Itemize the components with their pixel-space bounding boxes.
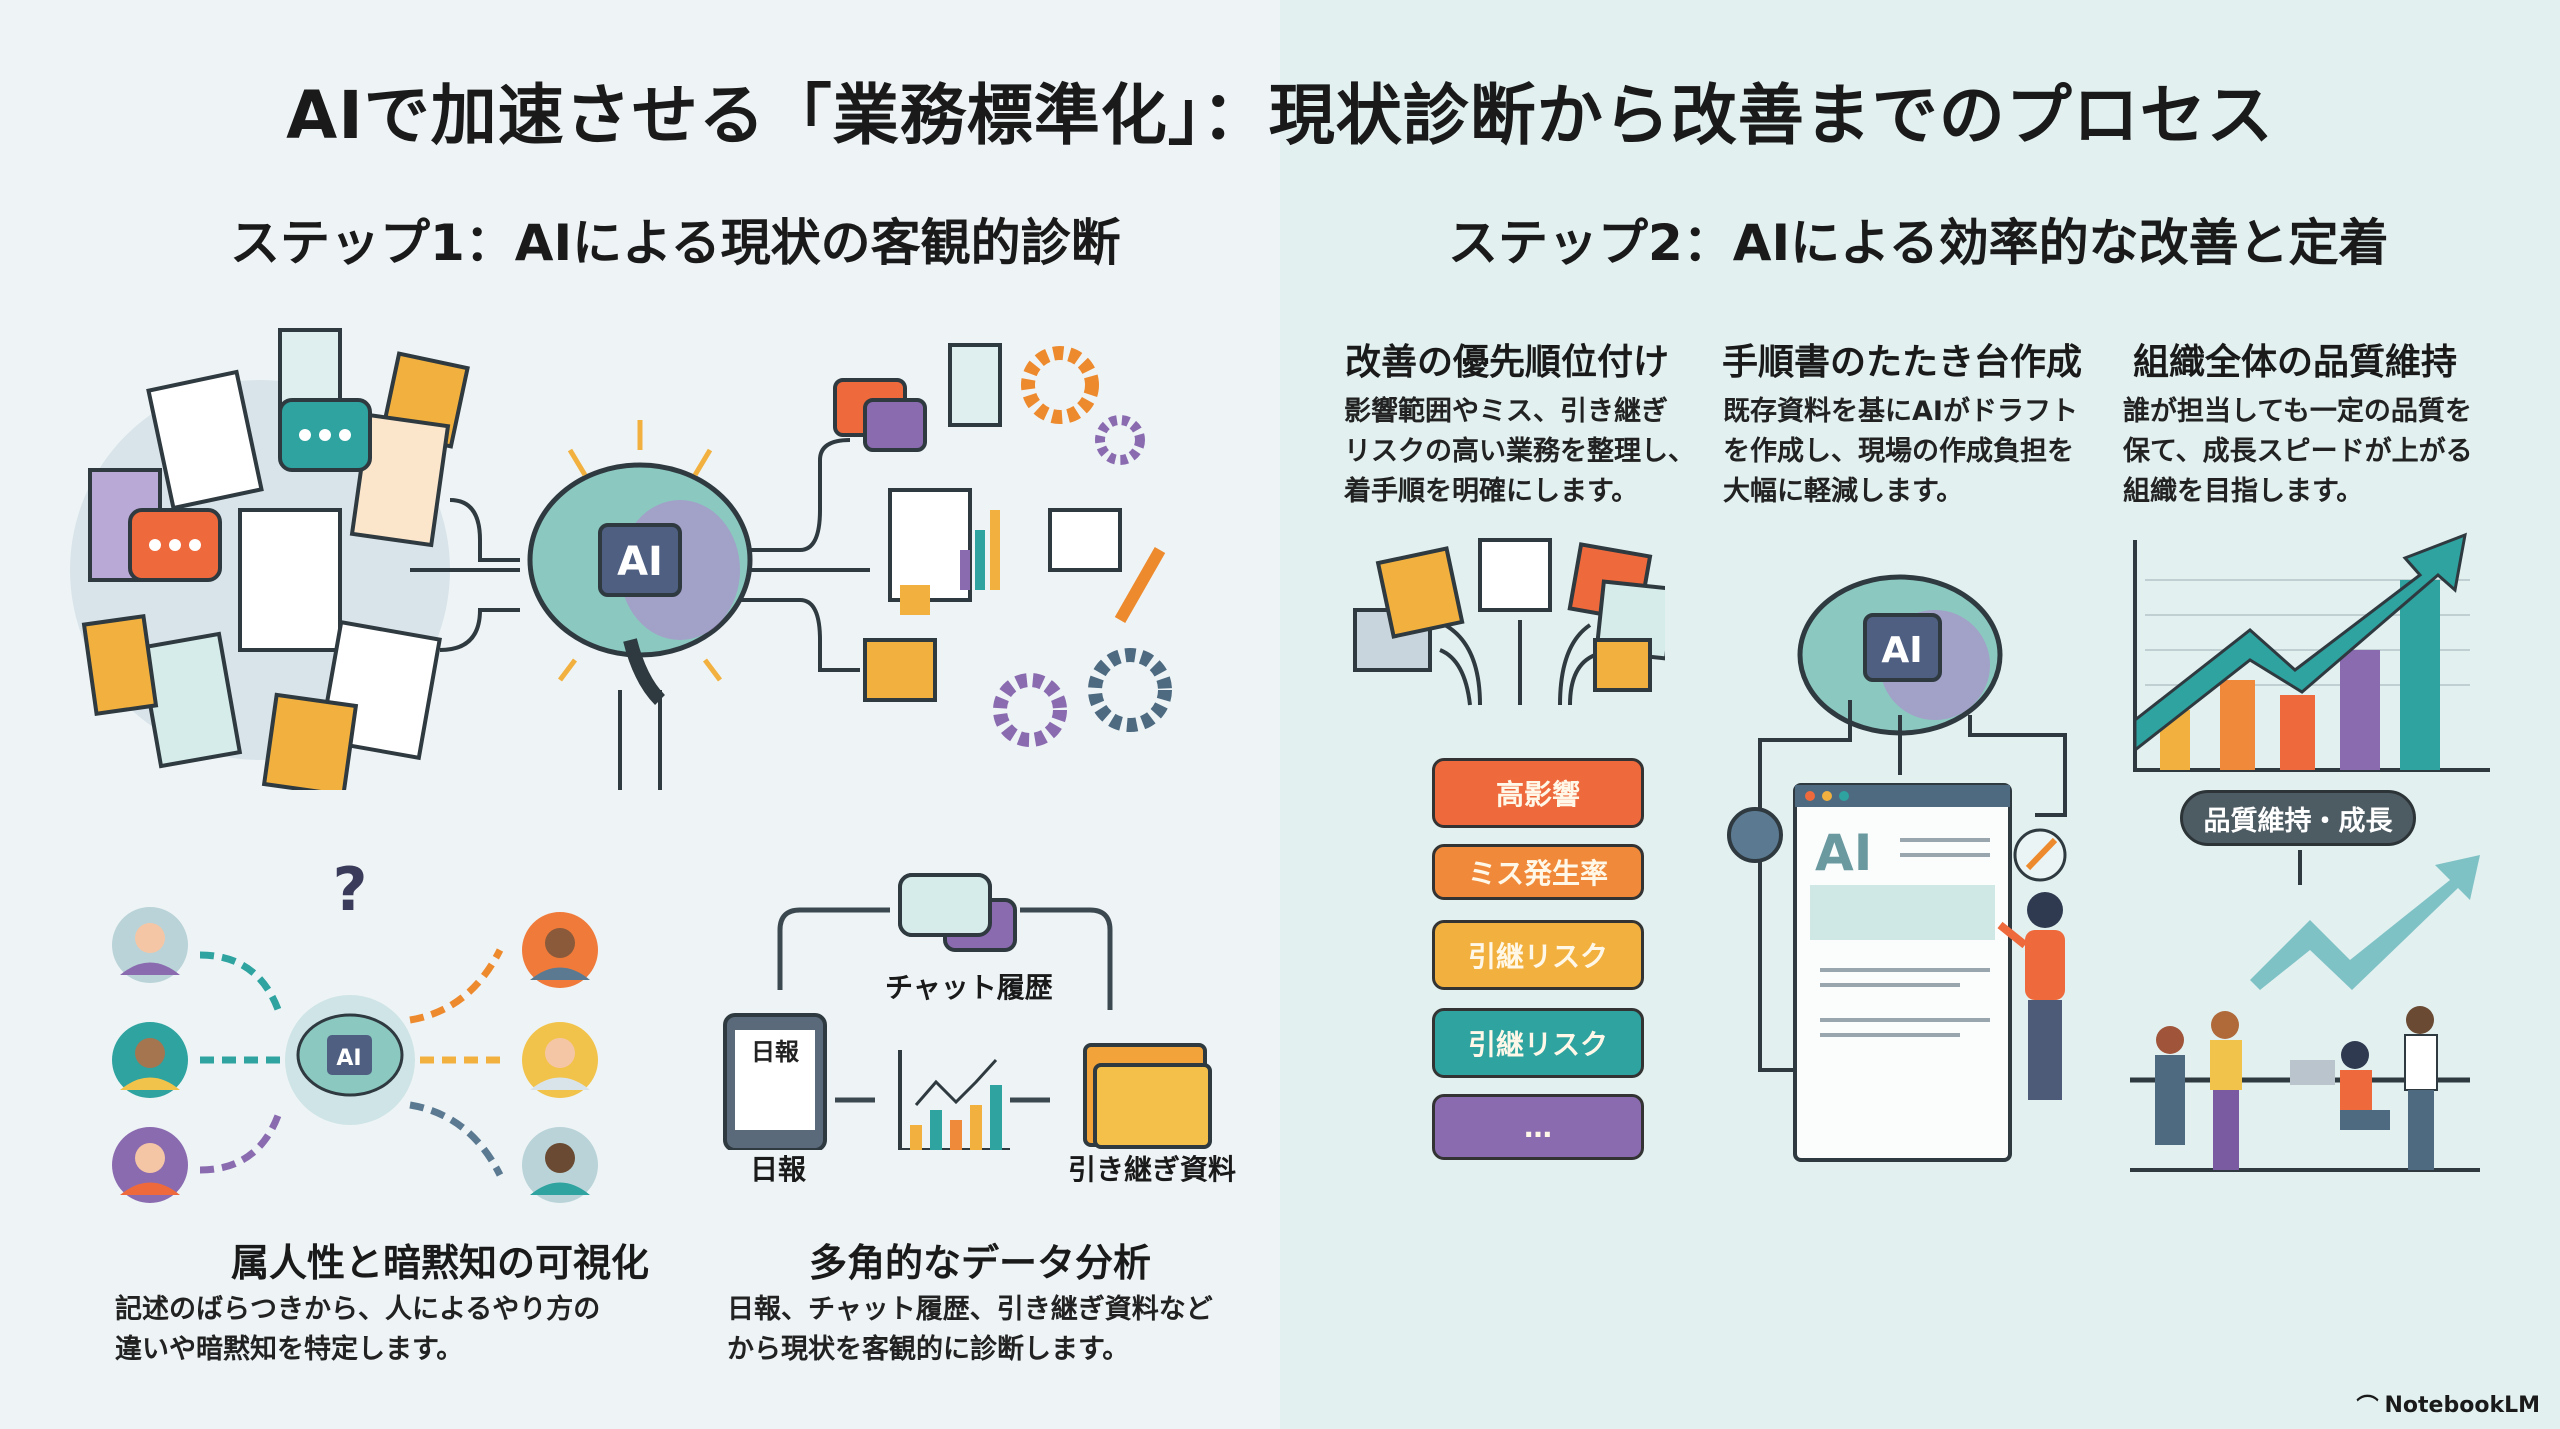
- step1-heading: ステップ1：AIによる現状の客観的診断: [230, 214, 1121, 272]
- step2-heading: ステップ2：AIによる効率的な改善と定着: [1448, 214, 2389, 272]
- priority-item-error-rate: ミス発生率: [1432, 844, 1644, 900]
- quality-title: 組織全体の品質維持: [2133, 342, 2458, 383]
- priority-item-handover-risk: 引継リスク: [1432, 920, 1644, 990]
- tacit-knowledge-illustration: ? AI: [112, 860, 598, 1203]
- tablet-screen-label: 日報: [751, 1038, 800, 1066]
- body-line: 組織を目指します。: [2123, 476, 2364, 507]
- watermark-text: NotebookLM: [2384, 1392, 2540, 1418]
- ai-brain-small-icon: AI: [285, 995, 415, 1125]
- connector-lines: [1758, 700, 2067, 1072]
- chart-bar-4: [2340, 650, 2380, 770]
- ai-draft-illustration: AI AI: [1727, 574, 2067, 1162]
- priority-item-high-impact: 高影響: [1432, 758, 1644, 828]
- chat-bubble-teal-icon: [278, 398, 372, 472]
- draft-procedure-title: 手順書のたたき台作成: [1722, 342, 2083, 383]
- body-line: リスクの高い業務を整理し、: [1344, 436, 1695, 467]
- handover-docs-label: 引き継ぎ資料: [1068, 1153, 1237, 1186]
- chart-bar-2: [2220, 680, 2255, 770]
- chart-bar-5: [2400, 580, 2440, 770]
- body-line: を作成し、現場の作成負担を: [1723, 436, 2074, 467]
- priority-item-more: …: [1432, 1094, 1644, 1160]
- ai-small-label: AI: [336, 1046, 361, 1071]
- body-line: 違いや暗黙知を特定します。: [115, 1334, 464, 1365]
- output-items: [833, 343, 1122, 702]
- chat-bubble-orange-icon: [128, 508, 222, 582]
- avatar-input-3: [112, 1127, 188, 1203]
- quality-body: 誰が担当しても一定の品質を 保て、成長スピードが上がる 組織を目指します。: [2123, 392, 2483, 512]
- chat-history-label: チャット履歴: [885, 971, 1053, 1004]
- quality-growth-chart: [2130, 532, 2490, 1172]
- avatar-output-2: [522, 1022, 598, 1098]
- flow-arrows: [199, 948, 504, 1177]
- ai-brain-icon: AI: [1797, 574, 2003, 736]
- body-line: 影響範囲やミス、引き継ぎ: [1344, 396, 1668, 427]
- tacit-knowledge-title: 属人性と暗黙知の可視化: [230, 1241, 649, 1285]
- data-sources-illustration: 日報: [723, 873, 1212, 1150]
- growth-arrow-icon: [2133, 532, 2467, 754]
- background-arrow-icon: [2250, 855, 2480, 990]
- body-line: 記述のばらつきから、人によるやり方の: [115, 1294, 601, 1325]
- data-analysis-title: 多角的なデータ分析: [808, 1241, 1151, 1285]
- body-line: 保て、成長スピードが上がる: [2123, 436, 2473, 467]
- avatar-input-1: [112, 907, 188, 983]
- prioritization-body: 影響範囲やミス、引き継ぎ リスクの高い業務を整理し、 着手順を明確にします。: [1344, 392, 1704, 512]
- avatar-input-2: [112, 1022, 188, 1098]
- sparkle-rays: [558, 420, 722, 682]
- avatar-output-1: [522, 912, 598, 988]
- daily-report-label: 日報: [750, 1153, 807, 1186]
- body-line: 着手順を明確にします。: [1344, 476, 1639, 507]
- window-icon: [1048, 508, 1122, 572]
- tacit-knowledge-body: 記述のばらつきから、人によるやり方の 違いや暗黙知を特定します。: [115, 1290, 600, 1370]
- priority-documents-illustration: [1353, 538, 1665, 706]
- body-line: 既存資料を基にAIがドラフト: [1723, 396, 2078, 427]
- document-window-icon: AI: [1793, 783, 2012, 1162]
- pencil-icon: [1114, 547, 1166, 623]
- document-icon: [948, 343, 1002, 427]
- notebooklm-logo-icon: ⌒: [2356, 1395, 2379, 1420]
- chart-bar-3: [2280, 695, 2315, 770]
- analysis-chart-icon: [898, 1050, 1010, 1150]
- tablet-daily-report-icon: 日報: [723, 1013, 827, 1150]
- body-line: から現状を客観的に診断します。: [727, 1334, 1130, 1365]
- gear-icons: [993, 346, 1172, 747]
- body-line: 大幅に軽減します。: [1723, 476, 1964, 507]
- data-analysis-body: 日報、チャット履歴、引き継ぎ資料など から現状を客観的に診断します。: [727, 1290, 1213, 1370]
- pencil-bubble-icon: [2013, 828, 2067, 882]
- page-title: AIで加速させる「業務標準化」：現状診断から改善までのプロセス: [286, 77, 2274, 154]
- ai-chip-label: AI: [617, 539, 663, 585]
- team-people-icon: [2130, 1006, 2480, 1172]
- avatar-output-3: [522, 1127, 598, 1203]
- body-line: 日報、チャット履歴、引き継ぎ資料など: [727, 1294, 1213, 1325]
- priority-item-handover-risk-2: 引継リスク: [1432, 1008, 1644, 1078]
- folder-icon: [863, 638, 937, 702]
- document-ai-label: AI: [1815, 824, 1872, 882]
- folder-icon: [1083, 1043, 1212, 1149]
- person-pointing-icon: [1997, 892, 2065, 1100]
- source-connectors: [777, 907, 1113, 1103]
- link-icon: [1727, 807, 1783, 863]
- question-mark-icon: ?: [333, 860, 368, 925]
- notebooklm-watermark: ⌒ NotebookLM: [2357, 1389, 2541, 1421]
- ai-brain-icon: AI: [527, 462, 753, 705]
- draft-procedure-body: 既存資料を基にAIがドラフト を作成し、現場の作成負担を 大幅に軽減します。: [1723, 392, 2083, 512]
- chat-history-icon: [898, 873, 1017, 952]
- ai-chip-label: AI: [1881, 630, 1922, 671]
- connector-lines: [410, 438, 870, 790]
- quality-growth-badge: 品質維持・成長: [2180, 790, 2416, 846]
- prioritization-title: 改善の優先順位付け: [1345, 342, 1670, 383]
- mini-bar-chart-icon: [960, 510, 1000, 590]
- step1-analysis-illustration: AI: [70, 328, 1172, 790]
- report-icon: [888, 488, 972, 602]
- body-line: 誰が担当しても一定の品質を: [2123, 396, 2472, 427]
